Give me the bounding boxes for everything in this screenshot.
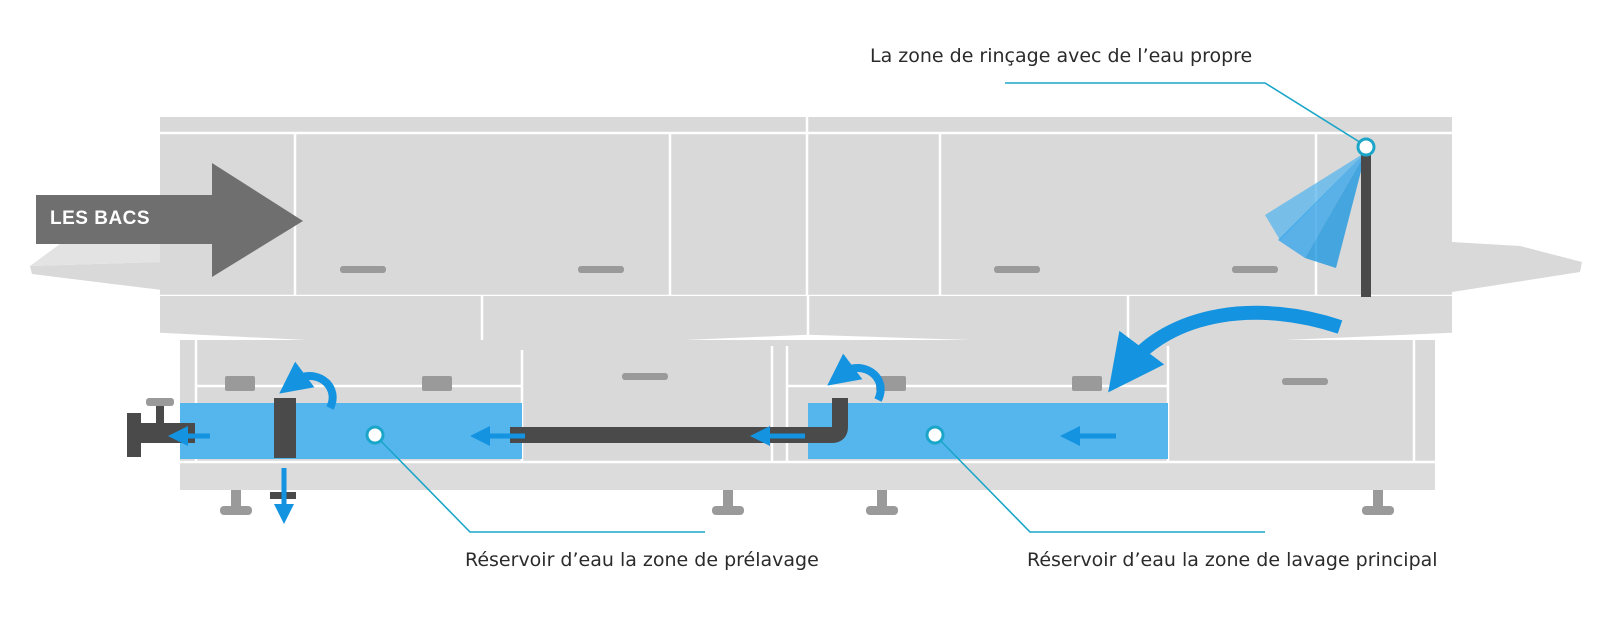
conveyor-label: LES BACS — [50, 208, 151, 229]
mainwash-callout-dot — [925, 425, 945, 445]
callout-lines — [374, 82, 1367, 533]
base-plinth — [180, 462, 1435, 490]
outfeed-table — [1452, 242, 1582, 292]
mainwash-overflow-arrow-icon — [827, 353, 885, 402]
rinse-zone-label: La zone de rinçage avec de l’eau propre — [870, 45, 1253, 67]
mainwash-tank-label: Réservoir d’eau la zone de lavage princi… — [1027, 549, 1438, 571]
overflow-standpipe — [274, 398, 296, 458]
conveyor-direction-arrow-icon — [36, 163, 303, 277]
mainwash-tank-water — [808, 403, 1168, 459]
door-handles — [225, 266, 1328, 391]
callout-dots — [365, 137, 1376, 445]
infeed-table — [30, 262, 162, 290]
spray-nozzle-icon — [1265, 152, 1371, 297]
cascade-arrow-icon — [1108, 305, 1343, 393]
rinse-callout-dot — [1356, 137, 1376, 157]
prewash-callout-dot — [365, 425, 385, 445]
prewash-tank-water — [180, 403, 522, 459]
prewash-tank-label: Réservoir d’eau la zone de prélavage — [465, 549, 819, 571]
transfer-pipe — [510, 398, 848, 443]
prewash-overflow-arrow-icon — [279, 361, 337, 410]
infeed-table-top — [30, 240, 162, 266]
machine-feet — [220, 490, 1394, 515]
